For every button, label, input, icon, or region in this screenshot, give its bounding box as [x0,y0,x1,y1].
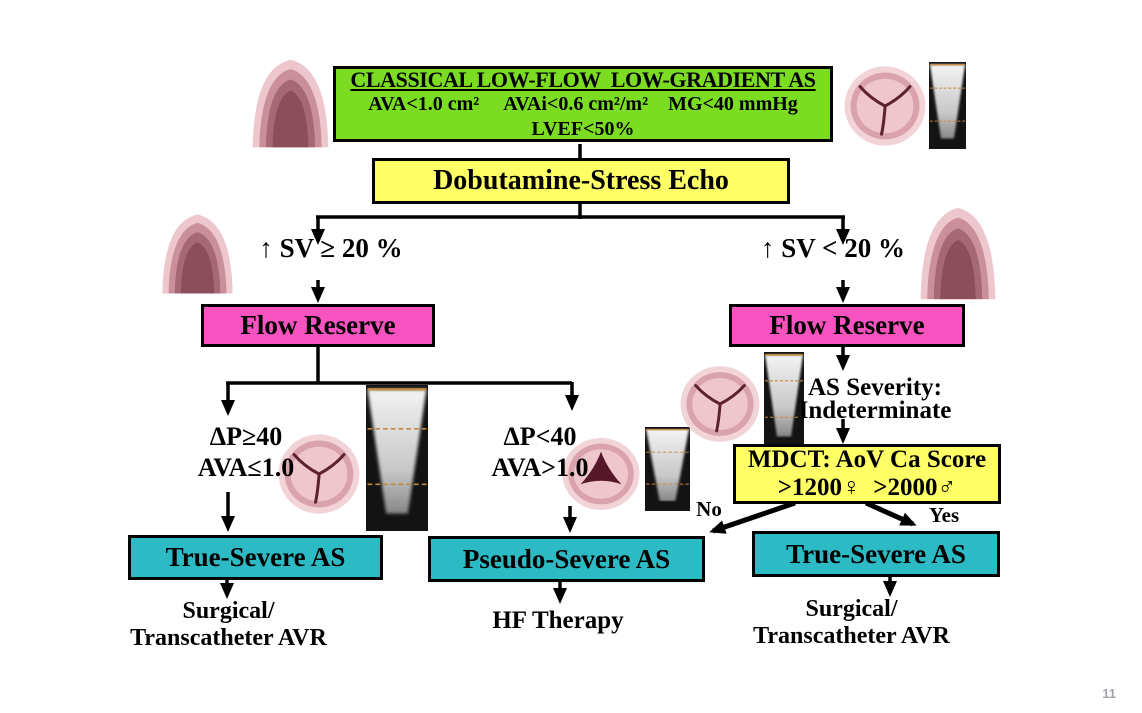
mdct-calcium-score-box: MDCT: AoV Ca Score >1200♀ >2000♂ [733,444,1001,504]
as-severity-indeterminate-label: AS Severity: Indeterminate [770,374,980,424]
slide-number: 11 [1102,686,1116,701]
criteria-pseudo-severe-label: ΔP<40 AVA>1.0 [450,421,630,483]
no-branch-label: No [696,497,722,521]
flow-reserve-box-right: Flow Reserve [729,304,965,347]
flow-reserve-box-left: Flow Reserve [201,304,435,347]
classification-lvef: LVEF<50% [531,117,635,140]
classification-box: CLASSICAL LOW-FLOW LOW-GRADIENT AS AVA<1… [333,66,833,142]
doppler-echo-icon [929,62,966,149]
treatment-line: Surgical/ [805,596,898,622]
doppler-echo-icon [366,385,428,531]
treatment-line: HF Therapy [492,607,624,634]
criteria-line: ΔP≥40 [209,422,283,451]
outcome-label: True-Severe AS [786,538,966,569]
dobutamine-label: Dobutamine-Stress Echo [433,165,729,196]
criteria-line: AVA≤1.0 [197,453,295,482]
yes-branch-label: Yes [928,503,960,527]
flow-reserve-label: Flow Reserve [769,310,925,340]
treatment-line: Surgical/ [182,598,275,624]
classification-criteria: AVA<1.0 cm² AVAi<0.6 cm²/m² MG<40 mmHg [368,92,798,115]
outcome-box-true-severe-right: True-Severe AS [752,531,1000,577]
treatment-avr-label-left: Surgical/ Transcatheter AVR [110,598,347,652]
treatment-line: Transcatheter AVR [753,623,950,649]
flow-reserve-label: Flow Reserve [240,310,396,340]
outcome-box-pseudo-severe: Pseudo-Severe AS [428,536,705,582]
dobutamine-stress-echo-box: Dobutamine-Stress Echo [372,158,790,204]
sv-increase-lt20-label: ↑ SV < 20 % [761,233,905,263]
classification-title: CLASSICAL LOW-FLOW LOW-GRADIENT AS [350,66,816,92]
as-severity-line: Indeterminate [798,397,952,424]
mdct-line: >1200♀ >2000♂ [777,474,957,501]
as-severity-line: AS Severity: [808,374,942,401]
criteria-line: AVA>1.0 [491,453,589,482]
mdct-line: MDCT: AoV Ca Score [747,446,987,473]
outcome-label: True-Severe AS [165,542,346,572]
treatment-hf-therapy-label: HF Therapy [448,607,668,635]
treatment-line: Transcatheter AVR [130,625,327,651]
criteria-line: ΔP<40 [503,422,577,451]
heart-apical-view-icon [248,57,333,150]
aortic-valve-closed-icon [678,362,762,446]
treatment-avr-label-right: Surgical/ Transcatheter AVR [733,596,970,650]
aortic-valve-closed-icon [842,62,928,150]
outcome-label: Pseudo-Severe AS [462,543,671,574]
sv-increase-ge20-label: ↑ SV ≥ 20 % [259,233,403,263]
criteria-true-severe-label: ΔP≥40 AVA≤1.0 [156,421,336,483]
outcome-box-true-severe-left: True-Severe AS [128,535,383,580]
